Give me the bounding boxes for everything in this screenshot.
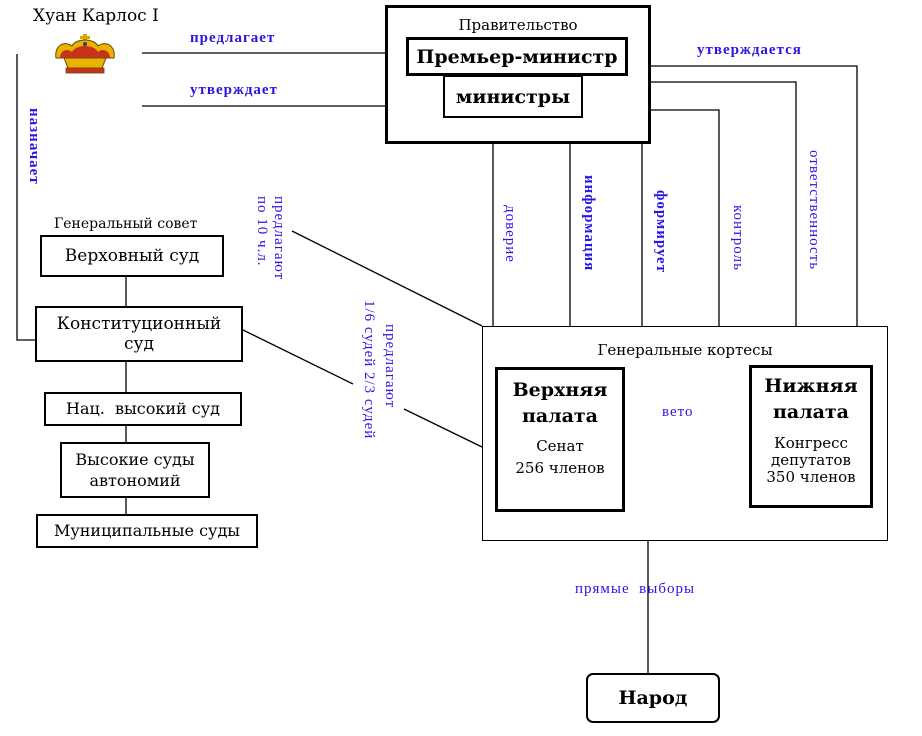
upper-house-title-line1: Верхняя <box>512 379 608 401</box>
label-proposes: предлагает <box>190 30 276 46</box>
government-title: Правительство <box>458 16 578 34</box>
label-elections: прямые выборы <box>575 581 696 597</box>
label-trust: доверие <box>502 205 518 263</box>
general-council-label: Генеральный совет <box>54 216 198 232</box>
constitutional-court-line1: Конституционный <box>56 314 222 334</box>
people-box: Народ <box>586 673 720 723</box>
monarch-name: Хуан Карлос I <box>33 6 159 26</box>
people-label: Народ <box>618 687 688 709</box>
line-responsibility <box>650 81 797 326</box>
label-veto: вето <box>662 404 694 420</box>
autonomy-courts-box: Высокие суды автономий <box>60 442 210 498</box>
constitutional-court-line2: суд <box>124 334 154 354</box>
autonomy-courts-line2: автономий <box>89 471 181 490</box>
congress-members: 350 членов <box>766 468 856 486</box>
upper-house-box: Верхняя палата Сенат 256 членов <box>495 367 625 512</box>
label-propose-const-line1: предлагают <box>382 324 398 409</box>
ministers-label: министры <box>455 86 571 108</box>
label-propose-10-line1: предлагают <box>271 196 287 281</box>
congress-label-line1: Конгресс <box>774 434 848 452</box>
line-propose-const-b <box>403 408 483 448</box>
supreme-court-box: Верховный суд <box>40 235 224 277</box>
constitutional-court-box: Конституционный суд <box>35 306 243 362</box>
label-responsibility: ответственность <box>806 150 822 271</box>
upper-house-title-line2: палата <box>521 405 598 427</box>
supreme-court-label: Верховный суд <box>64 246 200 266</box>
lower-house-title-line1: Нижняя <box>764 375 858 397</box>
label-appoints: назначает <box>26 108 42 185</box>
congress-label-line2: депутатов <box>771 451 851 469</box>
label-propose-const: предлагают 1/6 судей 2/3 судей <box>358 300 400 439</box>
lower-house-box: Нижняя палата Конгресс депутатов 350 чле… <box>749 365 873 508</box>
line-approved <box>628 65 858 326</box>
label-control: контроль <box>730 205 746 271</box>
line-appoints <box>16 54 35 341</box>
label-propose-10-line2: по 10 ч.л. <box>254 196 270 267</box>
line-propose-const-a <box>242 329 354 385</box>
national-high-court-box: Нац. высокий суд <box>44 392 242 426</box>
label-approved: утверждается <box>697 42 802 58</box>
autonomy-courts-line1: Высокие суды <box>75 450 195 469</box>
label-forms: формирует <box>653 190 669 274</box>
crown-icon <box>50 32 120 76</box>
cortes-title: Генеральные кортесы <box>597 341 773 359</box>
label-approves: утверждает <box>190 82 278 98</box>
senate-label: Сенат <box>536 437 584 455</box>
lower-house-title-line2: палата <box>772 401 849 423</box>
municipal-courts-label: Муниципальные суды <box>53 521 241 540</box>
ministers-box: министры <box>443 75 583 118</box>
prime-minister-label: Премьер-министр <box>416 46 618 68</box>
line-propose-10 <box>291 230 483 327</box>
line-control <box>650 109 720 326</box>
senate-members: 256 членов <box>515 459 605 477</box>
prime-minister-box: Премьер-министр <box>406 37 628 76</box>
label-propose-const-line2: 1/6 судей 2/3 судей <box>361 300 377 440</box>
label-propose-10: предлагают по 10 ч.л. <box>253 196 287 280</box>
label-information: информация <box>581 175 597 272</box>
municipal-courts-box: Муниципальные суды <box>36 514 258 548</box>
national-high-court-label: Нац. высокий суд <box>65 399 220 418</box>
